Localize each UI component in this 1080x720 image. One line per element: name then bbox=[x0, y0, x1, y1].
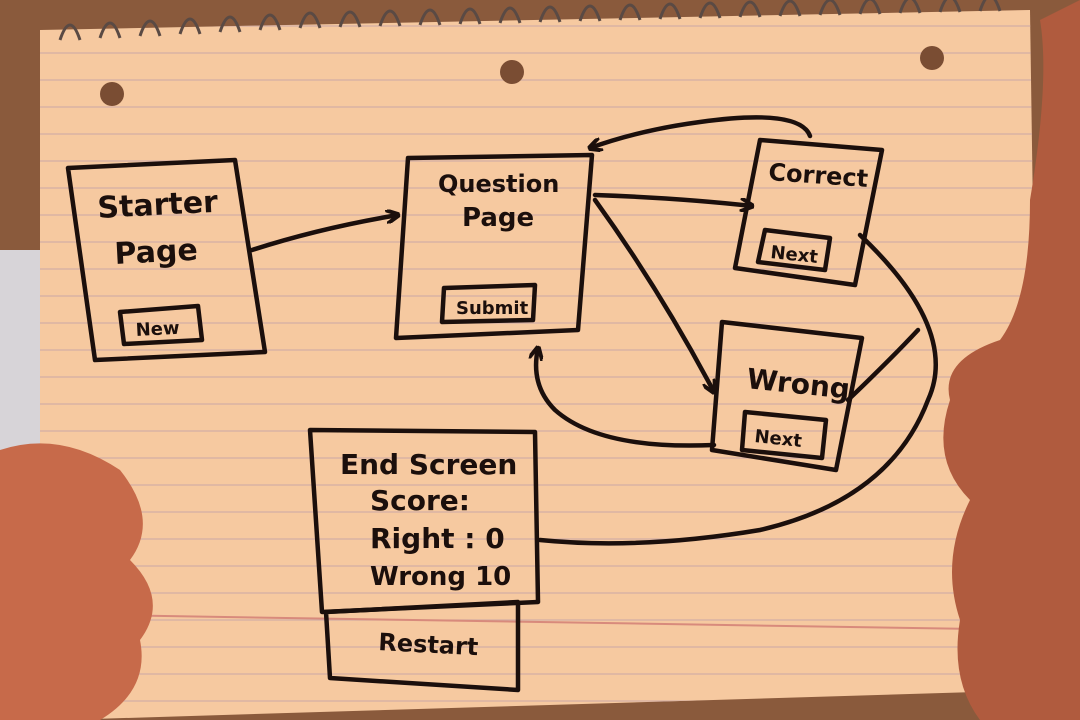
submit-button-box bbox=[439, 282, 538, 325]
spiral-binding bbox=[58, 0, 1002, 41]
edge-wrong-to-question bbox=[536, 348, 717, 448]
node-question-page bbox=[393, 152, 595, 341]
next-button-box bbox=[755, 227, 833, 273]
binder-hole bbox=[500, 60, 524, 84]
starter-title-line1: Starter bbox=[97, 185, 219, 226]
question-title-line2: Page bbox=[462, 203, 534, 233]
binder-hole bbox=[100, 82, 124, 106]
end-right-line: Right : 0 bbox=[370, 522, 505, 555]
edge-correct-to-question bbox=[590, 115, 813, 148]
edge-question-to-correct bbox=[592, 192, 752, 206]
binder-hole bbox=[920, 46, 944, 70]
next-button-box bbox=[739, 409, 829, 461]
notebook-page bbox=[40, 0, 1041, 720]
correct-title: Correct bbox=[768, 158, 869, 193]
restart-box bbox=[323, 599, 521, 693]
correct-button-label: Next bbox=[769, 242, 819, 268]
starter-title-line2: Page bbox=[114, 233, 199, 272]
new-button-box bbox=[117, 303, 205, 347]
end-title: End Screen bbox=[340, 448, 517, 481]
edge-starter-to-question bbox=[249, 215, 398, 253]
wrong-button-label: Next bbox=[753, 426, 803, 452]
diagram bbox=[65, 115, 938, 693]
right-hand bbox=[943, 0, 1080, 720]
node-wrong bbox=[709, 319, 865, 473]
edge-correct-to-end bbox=[537, 232, 938, 546]
end-wrong-line: Wrong 10 bbox=[370, 562, 511, 592]
end-restart-label: Restart bbox=[378, 628, 479, 661]
node-correct bbox=[732, 137, 885, 288]
edge-question-to-wrong bbox=[592, 197, 714, 392]
node-end-screen bbox=[307, 427, 541, 693]
end-score-label: Score: bbox=[370, 484, 470, 517]
question-button-label: Submit bbox=[456, 298, 529, 319]
node-box bbox=[307, 427, 541, 615]
diagram-labels: Starter Page New Question Page Submit Co… bbox=[97, 158, 869, 661]
question-title-line1: Question bbox=[438, 170, 559, 198]
node-box bbox=[732, 137, 885, 288]
edge-wrong-to-end bbox=[845, 327, 921, 403]
node-box bbox=[393, 152, 595, 341]
paper-margin-line bbox=[99, 614, 1041, 631]
node-starter-page bbox=[65, 157, 268, 363]
starter-button-label: New bbox=[135, 318, 180, 341]
node-box bbox=[709, 319, 865, 473]
left-hand bbox=[0, 443, 153, 720]
node-box bbox=[65, 157, 268, 363]
